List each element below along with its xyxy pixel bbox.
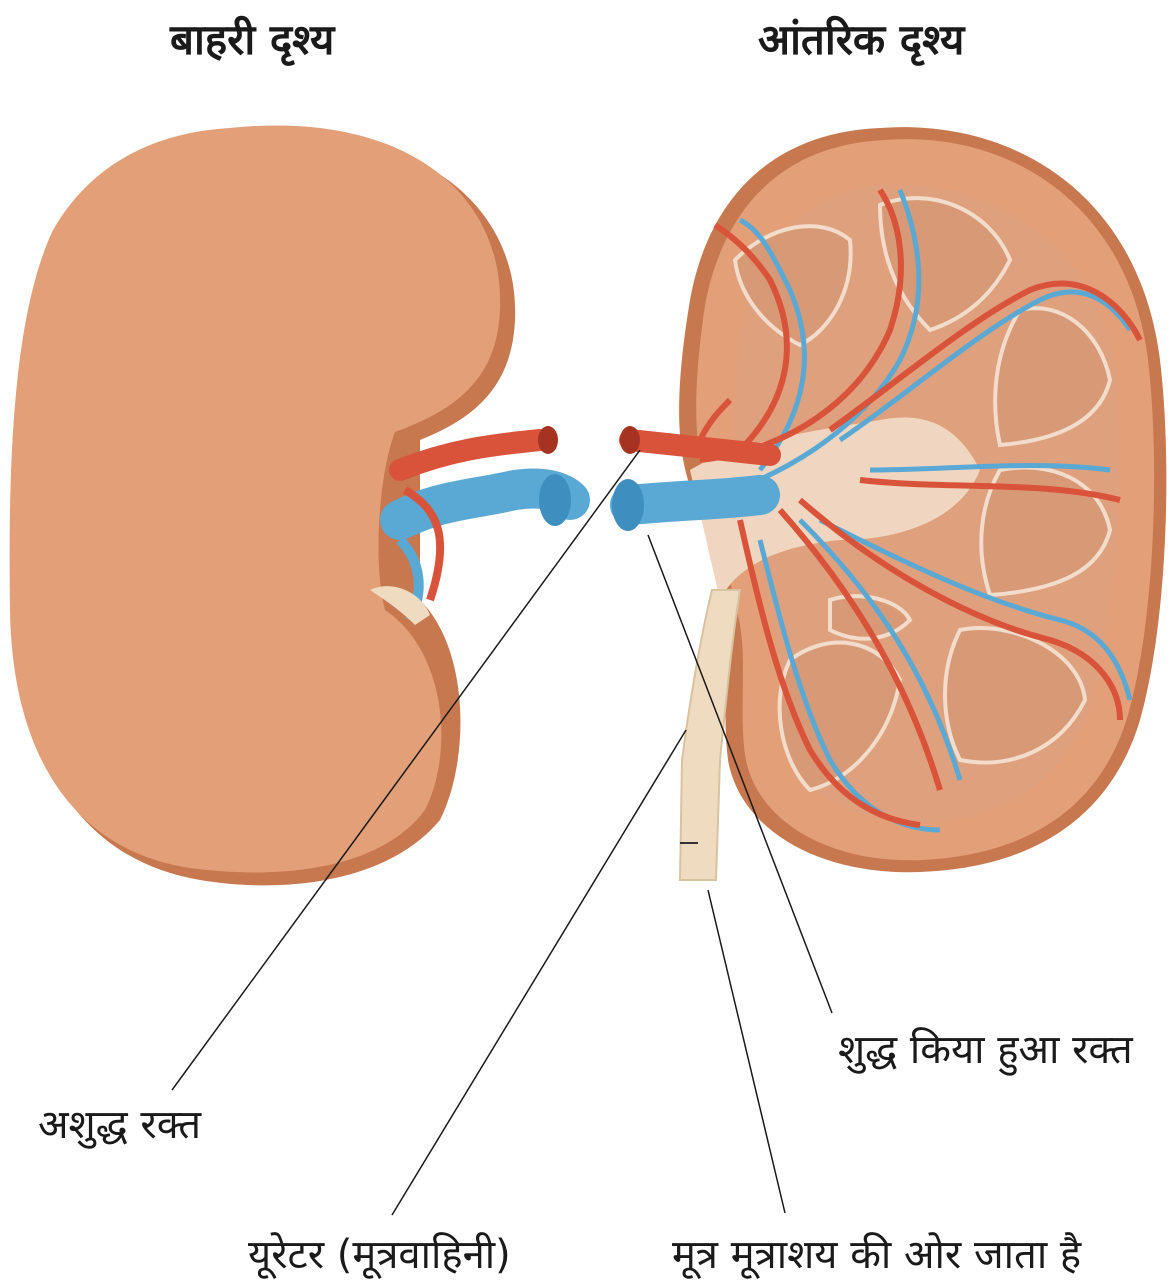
label-urine-to-bladder: मूत्र मूत्राशय की ओर जाता है <box>672 1225 1081 1280</box>
external-artery-opening <box>538 426 558 454</box>
internal-vein-opening <box>612 479 644 531</box>
internal-renal-artery <box>630 440 770 455</box>
internal-renal-vein <box>630 495 760 505</box>
external-renal-artery <box>400 440 540 470</box>
label-purified-blood: शुद्ध किया हुआ रक्त <box>838 1020 1133 1075</box>
label-impure-blood: अशुद्ध रक्त <box>38 1095 201 1150</box>
internal-kidney <box>612 127 1166 880</box>
internal-artery-opening <box>620 426 640 454</box>
label-ureter: यूरेटर (मूत्रवाहिनी) <box>248 1225 511 1280</box>
leader-urine <box>708 890 785 1213</box>
external-kidney <box>10 125 571 885</box>
external-vein-opening <box>539 474 571 526</box>
